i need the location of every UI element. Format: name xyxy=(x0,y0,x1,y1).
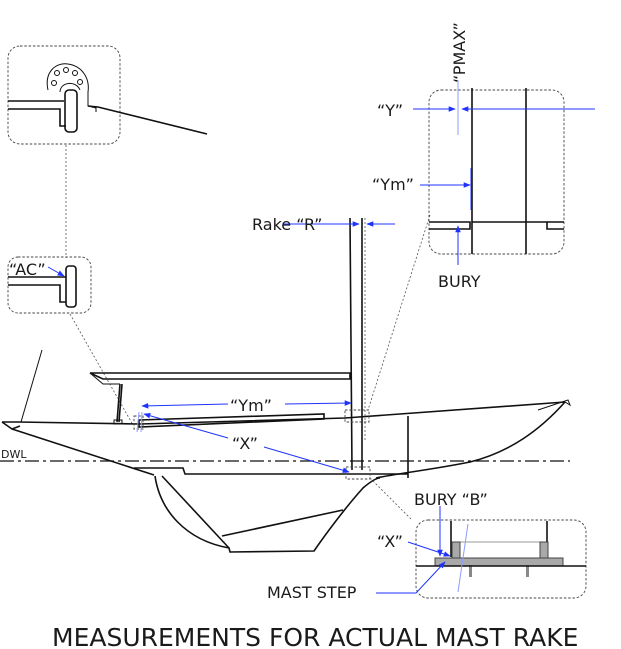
forestay-line xyxy=(87,105,208,135)
x-inset-label: “X” xyxy=(377,532,403,551)
masthead-detail-inset: “PMAX” “Y” “Ym” BURY xyxy=(367,22,595,411)
hull-bottom-aft xyxy=(11,428,155,476)
step-reference-box xyxy=(345,466,371,480)
pmax-label: “PMAX” xyxy=(450,22,469,83)
step-chock-aft xyxy=(539,541,549,559)
mast-step-label: MAST STEP xyxy=(267,583,357,602)
mast-front xyxy=(349,217,353,471)
hull: DWL xyxy=(0,349,572,553)
mast-step-arrow xyxy=(376,561,446,594)
rake-r-label: Rake “R” xyxy=(252,215,322,234)
stern-tip xyxy=(1,421,21,430)
mast-step-inset: BURY “B” “X” MAST STEP xyxy=(267,490,587,602)
bow-pulpit xyxy=(537,399,572,411)
backstay xyxy=(20,349,43,423)
partners-reference-box xyxy=(344,409,370,423)
masthead-inset-frame xyxy=(7,45,121,145)
x-inset-arrow xyxy=(407,541,451,557)
main-dimensions: “Ym” “X” xyxy=(133,396,413,521)
masthead-detail-frame xyxy=(428,89,565,255)
keel-bulb xyxy=(154,475,381,553)
step-chock-front xyxy=(451,541,461,559)
ac-label: “AC” xyxy=(9,260,46,279)
partners-leader-line xyxy=(367,214,431,411)
plumb-step-line xyxy=(457,523,469,593)
boom xyxy=(89,372,351,380)
x-main-label: “X” xyxy=(232,434,258,453)
diagram-title: MEASUREMENTS FOR ACTUAL MAST RAKE xyxy=(52,623,578,649)
ac-inset-frame xyxy=(7,256,92,314)
mast-step-inset-frame xyxy=(415,519,587,599)
cabin-top xyxy=(138,413,325,428)
ym-main-arrow-left xyxy=(141,403,229,409)
step-bolt xyxy=(469,565,472,577)
bury-label: BURY xyxy=(438,272,481,291)
bury-b-label: BURY “B” xyxy=(414,490,488,509)
ac-dimension-arrow xyxy=(47,266,65,277)
ym-inset-label: “Ym” xyxy=(372,175,414,194)
deck-stern xyxy=(2,421,141,425)
sheer-line xyxy=(139,401,566,425)
x-main-arrow-right xyxy=(263,446,350,473)
ym-main-label: “Ym” xyxy=(230,396,272,415)
sheave-hole xyxy=(54,70,60,76)
ac-inset: “AC” xyxy=(7,256,134,426)
ym-main-arrow-right xyxy=(284,400,352,406)
boom-vang xyxy=(116,383,123,423)
mast-step-plate xyxy=(434,557,564,567)
step-leader-line xyxy=(369,477,413,521)
masthead-inset xyxy=(7,45,208,258)
sheave-housing xyxy=(46,63,97,109)
dwl-label: DWL xyxy=(1,448,27,461)
x-main-arrow-left xyxy=(143,413,229,439)
y-label: “Y” xyxy=(377,101,403,120)
mast: Rake “R” xyxy=(252,215,395,471)
keel-root xyxy=(134,467,408,475)
ac-leader-line xyxy=(69,313,134,426)
ac-mast-section xyxy=(65,265,77,308)
masthead-mast-section xyxy=(64,89,78,133)
